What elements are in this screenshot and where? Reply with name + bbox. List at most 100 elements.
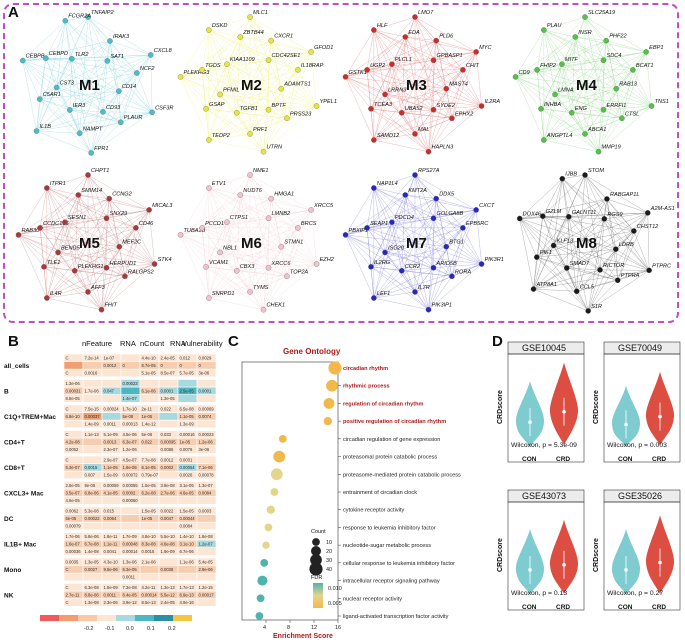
- edge: [226, 222, 264, 310]
- gene-node: [104, 58, 111, 64]
- edge: [451, 51, 477, 119]
- gene-node: [265, 57, 272, 63]
- violin-plot-frame: [507, 353, 585, 463]
- heatmap-cell: [120, 514, 141, 523]
- gene-label: TGDS: [205, 63, 221, 69]
- edge: [281, 69, 299, 89]
- edge: [205, 94, 221, 109]
- edge: [384, 64, 393, 95]
- edge: [568, 216, 618, 281]
- gene-label: MAL: [418, 127, 430, 133]
- heatmap-cell: [63, 572, 84, 582]
- edge: [370, 94, 386, 109]
- violin-group-crd: CRD: [652, 456, 666, 463]
- edge: [536, 16, 586, 70]
- edge: [370, 108, 429, 152]
- edge: [236, 36, 241, 113]
- edge: [18, 194, 79, 236]
- gene-node: [15, 232, 22, 238]
- edge: [515, 40, 607, 78]
- edge: [109, 198, 137, 228]
- gene-node: [473, 207, 479, 213]
- edge: [370, 252, 386, 267]
- heatmap-cell-value: 0.007: [85, 473, 96, 478]
- edge: [633, 230, 650, 271]
- edge: [603, 109, 623, 119]
- heatmap-cell: [101, 521, 122, 531]
- edge: [553, 216, 569, 246]
- heatmap-cell-value: 1.2e-06: [123, 447, 138, 452]
- heatmap-header-vulnerability: Vulnerability: [182, 339, 223, 348]
- edge: [433, 109, 453, 119]
- edge: [219, 94, 269, 110]
- heatmap-cell-value: 6.8e-06: [85, 490, 100, 495]
- violin-plot-frame: [603, 501, 681, 611]
- gene-node: [203, 264, 209, 270]
- edge: [451, 209, 477, 277]
- heatmap-cell-value: 0.015: [104, 508, 115, 513]
- heatmap-cell-value: 5e-06: [142, 432, 153, 437]
- heatmap-row-label: CD4+T: [4, 440, 25, 447]
- edge: [576, 291, 589, 312]
- gene-label: MAST4: [449, 82, 468, 88]
- edge: [519, 218, 589, 312]
- go-dot: [278, 434, 287, 443]
- edge: [542, 216, 634, 232]
- edge: [428, 118, 453, 152]
- heatmap-cell-value: 9e-05: [85, 483, 96, 488]
- heatmap-cell: [101, 368, 122, 378]
- edge: [584, 16, 647, 53]
- gene-node: [265, 215, 272, 221]
- heatmap-cell: [82, 437, 103, 446]
- edge: [46, 187, 137, 229]
- go-size-legend-title: Count: [311, 529, 326, 535]
- gene-node: [149, 109, 155, 116]
- heatmap-cell: [177, 496, 198, 505]
- edge: [384, 69, 463, 95]
- gene-label: SDC4: [607, 53, 622, 59]
- gene-label: A2M-AS1: [650, 206, 675, 212]
- edge: [268, 267, 288, 277]
- gene-label: IL7R: [418, 285, 430, 291]
- violin-ylabel: CRDscore: [593, 390, 600, 424]
- gene-label: PLD6: [439, 34, 454, 40]
- heatmap-cell-value: 1.3e-13: [161, 585, 176, 590]
- gene-label: HMGA1: [274, 192, 294, 198]
- edge: [367, 222, 392, 229]
- edge: [543, 29, 576, 38]
- go-fdr-tick-0005: 0.005: [328, 601, 342, 607]
- edge: [220, 94, 317, 107]
- violin-ylabel: CRDscore: [593, 538, 600, 572]
- gene-label: ANGPTL4: [546, 133, 573, 139]
- edge: [533, 230, 634, 290]
- heatmap-cell-value: C: [66, 567, 69, 572]
- heatmap-cell-value: 0.0003: [199, 508, 212, 513]
- edge: [22, 60, 70, 111]
- heatmap-cell-value: 1.9e-09: [161, 549, 176, 554]
- heatmap-cell-value: 1e-05: [142, 516, 153, 521]
- edge: [39, 227, 45, 267]
- heatmap-cell: [177, 394, 198, 403]
- edge: [45, 58, 72, 59]
- edge: [201, 16, 251, 70]
- edge: [571, 112, 586, 135]
- edge: [101, 209, 150, 310]
- heatmap-cell-value: 6.3e-08: [85, 585, 100, 590]
- edge: [542, 216, 650, 271]
- gene-label: NAP1L4: [377, 181, 398, 187]
- edge: [236, 40, 272, 113]
- edge: [414, 16, 434, 61]
- edge: [373, 174, 416, 189]
- edge: [65, 20, 108, 61]
- gene-label: C5AR1: [43, 92, 61, 98]
- heatmap-cell: [82, 361, 103, 370]
- edge: [575, 36, 607, 41]
- edge: [201, 174, 251, 228]
- edge: [46, 174, 89, 189]
- violin-ylabel: CRDscore: [497, 390, 504, 424]
- go-term-label: proteasome-mediated protein catabolic pr…: [343, 472, 461, 478]
- gene-label: ITPR1: [50, 181, 66, 187]
- edge: [22, 58, 46, 61]
- gene-label: PFMIL: [223, 87, 239, 93]
